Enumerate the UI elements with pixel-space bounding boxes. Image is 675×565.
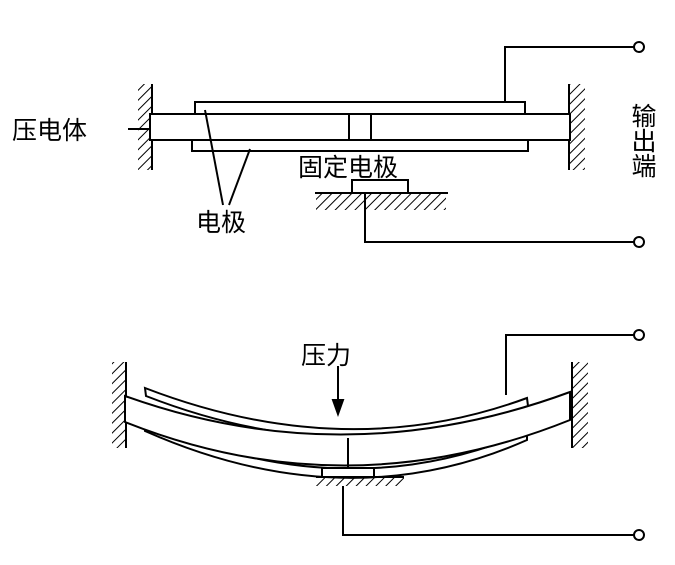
pressure-arrow [333, 366, 343, 414]
piezo-body-label: 压电体 [12, 116, 88, 145]
piezo-body [150, 114, 570, 140]
output-wire-upper-bottom [505, 334, 634, 395]
output-terminal-3 [634, 330, 644, 340]
bent-piezo-body [125, 392, 570, 466]
fixed-electrode-label: 固定电极 [298, 153, 399, 182]
upper-electrode [195, 102, 525, 114]
fixed-electrode-bottom [322, 468, 374, 477]
output-terminal-label: 输出端 [628, 103, 657, 178]
ground-base-bottom [316, 477, 404, 486]
left-wall-bottom [112, 362, 126, 448]
output-terminal-2 [634, 237, 644, 247]
top-diagram [128, 42, 644, 247]
output-wire-lower [364, 193, 634, 243]
right-wall-top [569, 84, 585, 170]
electrode-leader-2 [229, 149, 250, 205]
output-terminal-4 [634, 530, 644, 540]
output-wire-upper [504, 46, 634, 102]
bottom-diagram [112, 330, 644, 540]
ground-base-top [315, 193, 448, 210]
output-terminal-1 [634, 42, 644, 52]
electrode-label: 电极 [196, 208, 247, 237]
electrode-leader-1 [205, 110, 223, 205]
output-wire-lower-bottom [342, 486, 634, 536]
lower-electrode [192, 140, 528, 151]
right-wall-bottom [572, 362, 588, 448]
pressure-label: 压力 [301, 341, 352, 370]
